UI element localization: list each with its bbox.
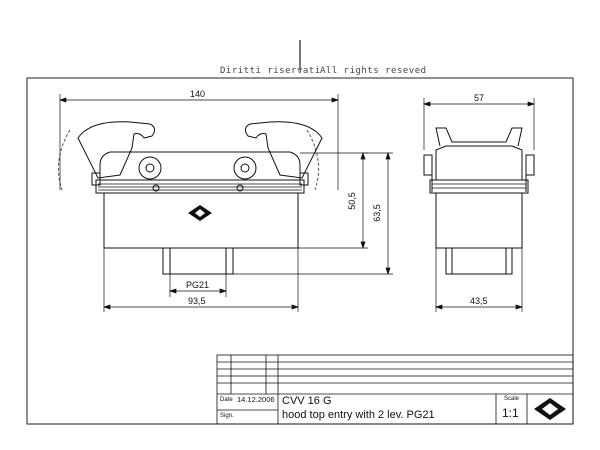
front-dimension-lines — [58, 94, 393, 312]
scale-value: 1:1 — [502, 406, 519, 420]
dim-height-inner: 50,5 — [346, 192, 357, 210]
date-value: 14.12.2006 — [237, 395, 275, 404]
front-logo-icon — [188, 205, 212, 221]
scale-label: Scale — [504, 396, 520, 402]
front-view — [57, 121, 323, 275]
dim-front-width: 140 — [190, 89, 206, 99]
drawing-frame — [26, 77, 574, 425]
title-block-logo-icon — [534, 398, 566, 420]
dim-side-width: 57 — [474, 93, 485, 103]
dim-height-total: 63,5 — [371, 204, 382, 222]
rights-english: All rights reseved — [320, 66, 427, 76]
title-block-grid — [216, 354, 574, 425]
dim-base-width: 93,5 — [188, 296, 206, 306]
sign-label: Sign. — [220, 413, 234, 419]
dim-side-base-width: 43,5 — [470, 296, 488, 306]
product-description: hood top entry with 2 lev. PG21 — [282, 409, 435, 421]
rights-italian: Diritti riservati — [220, 66, 321, 76]
date-label: Date — [220, 397, 233, 403]
side-dimension-lines — [422, 98, 536, 312]
product-code: CVV 16 G — [282, 395, 332, 407]
dim-thread: PG21 — [186, 280, 210, 290]
side-view — [423, 127, 535, 275]
